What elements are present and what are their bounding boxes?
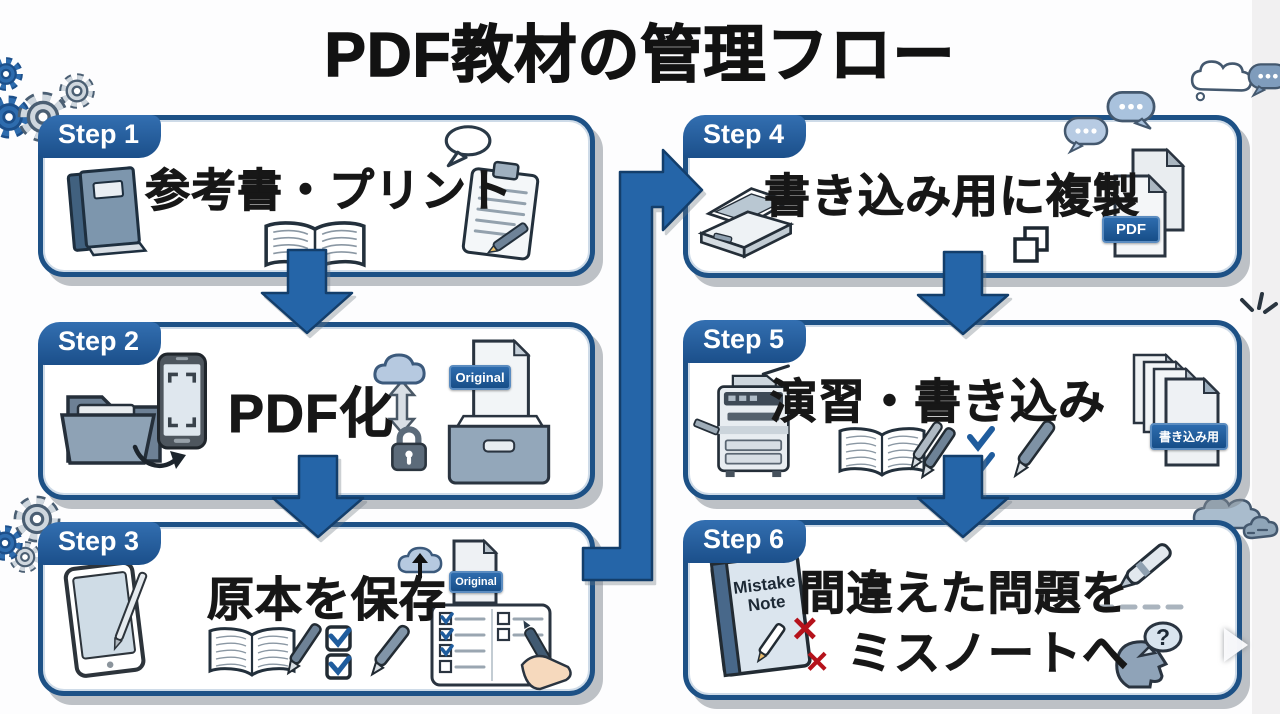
curved-arrow-icon: [132, 444, 186, 469]
step-5-label: Step 5: [703, 324, 785, 354]
document-stack-icon: [1132, 352, 1221, 467]
copier-icon: [693, 364, 790, 478]
step-3-text: 原本を保存: [207, 573, 447, 627]
checklist-hand-icon: [430, 603, 572, 691]
phone-scan-icon: [157, 352, 207, 450]
step-3-tab: Step 3: [38, 522, 162, 565]
step-3-card: Step 3 原本を保存 Original: [38, 522, 595, 696]
gear-icon: [59, 73, 95, 109]
page-title: PDF教材の管理フロー: [324, 20, 956, 91]
head-question-icon: ?: [1115, 621, 1183, 689]
step-1-tab: Step 1: [38, 115, 162, 158]
gear-icon: [0, 57, 23, 91]
step-1-text: 参考書・プリント: [144, 165, 514, 217]
speech-bubble-icon: [444, 125, 492, 168]
step-4-card: Step 4 書き込み用に複製 PDF: [683, 115, 1242, 278]
checkbox-pen-icon: [325, 624, 410, 680]
step-6-text-line1: 間違えた問題を: [799, 567, 1129, 620]
step-2-card: Step 2 PDF化: [38, 322, 595, 500]
step-6-label: Step 6: [703, 524, 785, 554]
cross-mark: ×: [792, 604, 818, 653]
step-5-card: Step 5 演習・書き込み: [683, 320, 1242, 500]
step-5-tab: Step 5: [683, 320, 807, 363]
lock-icon: [391, 426, 427, 472]
step-6-tab: Step 6: [683, 520, 807, 563]
step-2-label: Step 2: [58, 326, 140, 356]
book-icon: [66, 166, 148, 257]
step-3-label: Step 3: [58, 526, 140, 556]
step-4-tab: Step 4: [683, 115, 807, 158]
play-overlay-icon: [1224, 628, 1248, 662]
pdf-badge: PDF: [1102, 216, 1160, 243]
gear-icon: [13, 495, 61, 543]
cross-mark: ×: [806, 641, 829, 683]
highlighter-icon: [1096, 543, 1190, 610]
mistake-note-icon: Mistake Note: [709, 552, 812, 678]
open-book-icon: [264, 221, 366, 272]
gear-icon: [9, 541, 41, 573]
original-badge: Original: [449, 571, 503, 593]
step-1-card: Step 1 参考書・プリント: [38, 115, 595, 277]
original-badge: Original: [449, 365, 511, 390]
step-1-label: Step 1: [58, 119, 140, 149]
notebook-pen-icon: [208, 623, 322, 677]
cloud-sync-icon: [373, 353, 426, 435]
speech-dots-bubble-icon: [1106, 91, 1156, 130]
step-5-text: 演習・書き込み: [770, 375, 1106, 429]
screen-edge-strip: [1252, 0, 1280, 714]
writing-copy-badge: 書き込み用: [1150, 423, 1228, 450]
speech-dots-bubble-icon: [1063, 116, 1109, 155]
sparkle-emphasis-icon: [1240, 292, 1278, 314]
archive-tray-icon: [447, 338, 551, 485]
step-2-text: PDF化: [228, 384, 394, 445]
speech-dots-bubble-icon: [1247, 63, 1280, 98]
gear-icon: [0, 95, 31, 139]
step-4-label: Step 4: [703, 119, 785, 149]
scanner-icon: [697, 187, 795, 259]
notebook-pens-icon: [838, 421, 956, 480]
copy-icon: [1013, 226, 1049, 263]
step-6-text-line2: ミスノートへ: [847, 627, 1129, 680]
step-4-text: 書き込み用に複製: [764, 170, 1140, 223]
clipboard-pencil-icon: [461, 160, 540, 261]
step-2-tab: Step 2: [38, 322, 162, 365]
tablet-stylus-icon: [63, 560, 148, 678]
cloud-upload-icon: [397, 546, 443, 578]
mistake-note-subtitle: Note: [747, 592, 787, 615]
step-6-card: Step 6 間違えた問題を ミスノートへ × × Mistake Note: [683, 520, 1242, 700]
question-mark: ?: [1156, 624, 1170, 650]
gear-icon: [0, 525, 23, 561]
